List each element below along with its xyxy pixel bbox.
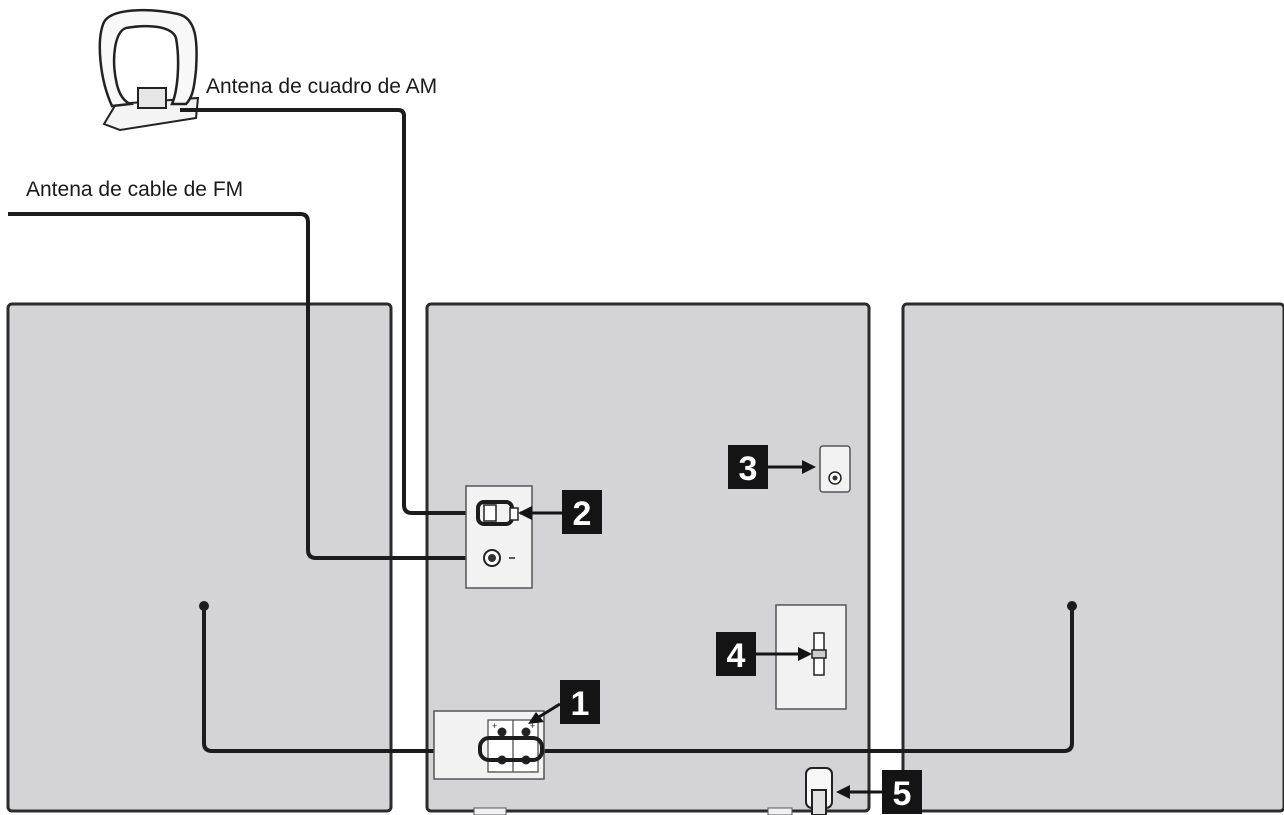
callout-4: 4 xyxy=(716,632,812,676)
svg-text:4: 4 xyxy=(727,637,746,675)
svg-text:+: + xyxy=(492,721,497,731)
voltage-switch-panel xyxy=(775,604,847,710)
power-cord xyxy=(473,767,833,815)
svg-text:2: 2 xyxy=(573,495,592,533)
callout-3: 3 xyxy=(728,445,816,489)
fm-antenna-label: Antena de cable de FM xyxy=(26,178,243,201)
svg-text:–: – xyxy=(491,766,496,776)
callout-2: 2 xyxy=(518,490,602,534)
callout-1: 1 xyxy=(528,680,600,724)
svg-text:5: 5 xyxy=(893,775,912,813)
speaker-cable xyxy=(202,606,1074,753)
svg-text:+: + xyxy=(530,721,535,731)
fm-antenna-cable xyxy=(8,212,482,560)
antenna-terminal-block xyxy=(465,485,533,589)
callout-5: 5 xyxy=(836,770,922,814)
left-speaker-terminal xyxy=(199,601,209,611)
am-antenna-cable xyxy=(180,108,476,515)
svg-text:3: 3 xyxy=(739,450,758,488)
right-speaker-panel xyxy=(901,302,1284,813)
am-antenna-label: Antena de cuadro de AM xyxy=(206,75,437,98)
am-loop-antenna-icon xyxy=(98,8,200,132)
speaker-terminal-block: + + – – xyxy=(433,710,545,780)
svg-text:1: 1 xyxy=(571,685,590,723)
svg-text:–: – xyxy=(530,766,535,776)
jack-icon xyxy=(819,445,851,493)
right-speaker-terminal xyxy=(1067,601,1077,611)
